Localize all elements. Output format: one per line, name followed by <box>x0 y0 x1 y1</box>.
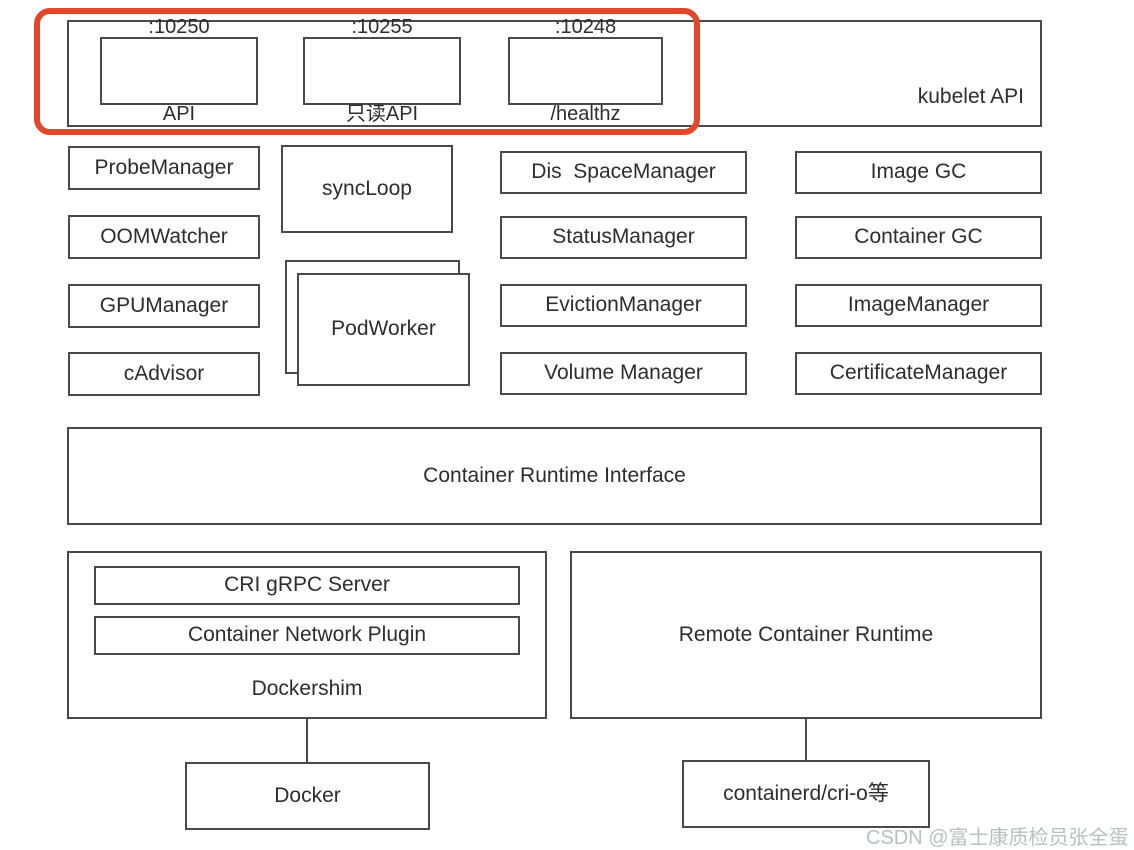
red-highlight-annotation <box>34 8 700 135</box>
port-box-10248-label: :10248 /healthz <box>550 0 620 187</box>
probe-manager-box: ProbeManager <box>68 146 260 190</box>
csdn-watermark: CSDN @富士康质检员张全蛋 <box>866 827 1129 849</box>
port-box-10255: :10255 只读API <box>303 16 461 125</box>
port-10250-desc: API <box>162 103 196 125</box>
oom-watcher-box: OOMWatcher <box>68 215 260 259</box>
kubelet-api-label: kubelet API <box>917 85 1024 108</box>
cadvisor-box: cAdvisor <box>68 352 260 396</box>
cadvisor-label: cAdvisor <box>123 361 205 385</box>
volume-manager-box: Volume Manager <box>500 352 747 395</box>
sync-loop-label: syncLoop <box>322 176 412 200</box>
gpu-manager-box: GPUManager <box>68 284 260 328</box>
oom-watcher-label: OOMWatcher <box>100 224 228 248</box>
remote-container-runtime-box: Remote Container Runtime <box>570 551 1042 719</box>
port-10255-number: :10255 <box>351 16 413 38</box>
container-gc-label: Container GC <box>854 225 983 249</box>
container-runtime-interface-label: Container Runtime Interface <box>423 463 686 487</box>
sync-loop-box: syncLoop <box>281 145 453 233</box>
image-manager-box: ImageManager <box>795 284 1042 327</box>
port-10255-desc: 只读API <box>345 103 419 125</box>
cri-grpc-server-label: CRI gRPC Server <box>224 573 390 597</box>
image-gc-box: Image GC <box>795 151 1042 194</box>
pod-worker-box: PodWorker <box>297 273 470 386</box>
eviction-manager-box: EvictionManager <box>500 284 747 327</box>
status-manager-label: StatusManager <box>552 225 695 249</box>
cri-grpc-server-box: CRI gRPC Server <box>94 566 520 605</box>
pod-worker-label: PodWorker <box>331 317 436 341</box>
image-gc-label: Image GC <box>870 160 967 184</box>
port-10248-desc: /healthz <box>550 103 621 125</box>
certificate-manager-label: CertificateManager <box>829 361 1008 385</box>
disk-space-manager-label: Dis SpaceManager <box>531 160 716 184</box>
probe-manager-label: ProbeManager <box>94 155 234 179</box>
port-10250-number: :10250 <box>148 16 210 38</box>
docker-box: Docker <box>185 762 430 830</box>
port-box-10250: :10250 API <box>100 16 258 125</box>
gpu-manager-label: GPUManager <box>99 293 229 317</box>
remote-container-runtime-label: Remote Container Runtime <box>678 622 934 646</box>
container-gc-box: Container GC <box>795 216 1042 259</box>
volume-manager-label: Volume Manager <box>544 361 703 385</box>
docker-label: Docker <box>274 783 341 807</box>
containerd-crio-box: containerd/cri-o等 <box>682 760 930 828</box>
disk-space-manager-box: Dis SpaceManager <box>500 151 747 194</box>
container-network-plugin-label: Container Network Plugin <box>187 623 427 647</box>
containerd-crio-label: containerd/cri-o等 <box>723 781 889 805</box>
remote-runtime-containerd-connector <box>805 719 807 760</box>
port-box-10250-label: :10250 API <box>148 0 209 187</box>
port-box-10255-label: :10255 只读API <box>346 0 418 187</box>
status-manager-box: StatusManager <box>500 216 747 259</box>
container-network-plugin-box: Container Network Plugin <box>94 616 520 655</box>
certificate-manager-box: CertificateManager <box>795 352 1042 395</box>
port-10248-number: :10248 <box>554 16 617 38</box>
eviction-manager-label: EvictionManager <box>545 293 702 317</box>
image-manager-label: ImageManager <box>847 293 990 317</box>
dockershim-docker-connector <box>306 719 308 762</box>
port-box-10248: :10248 /healthz <box>508 16 663 125</box>
container-runtime-interface-box: Container Runtime Interface <box>67 427 1042 525</box>
dockershim-label: Dockershim <box>251 677 363 700</box>
